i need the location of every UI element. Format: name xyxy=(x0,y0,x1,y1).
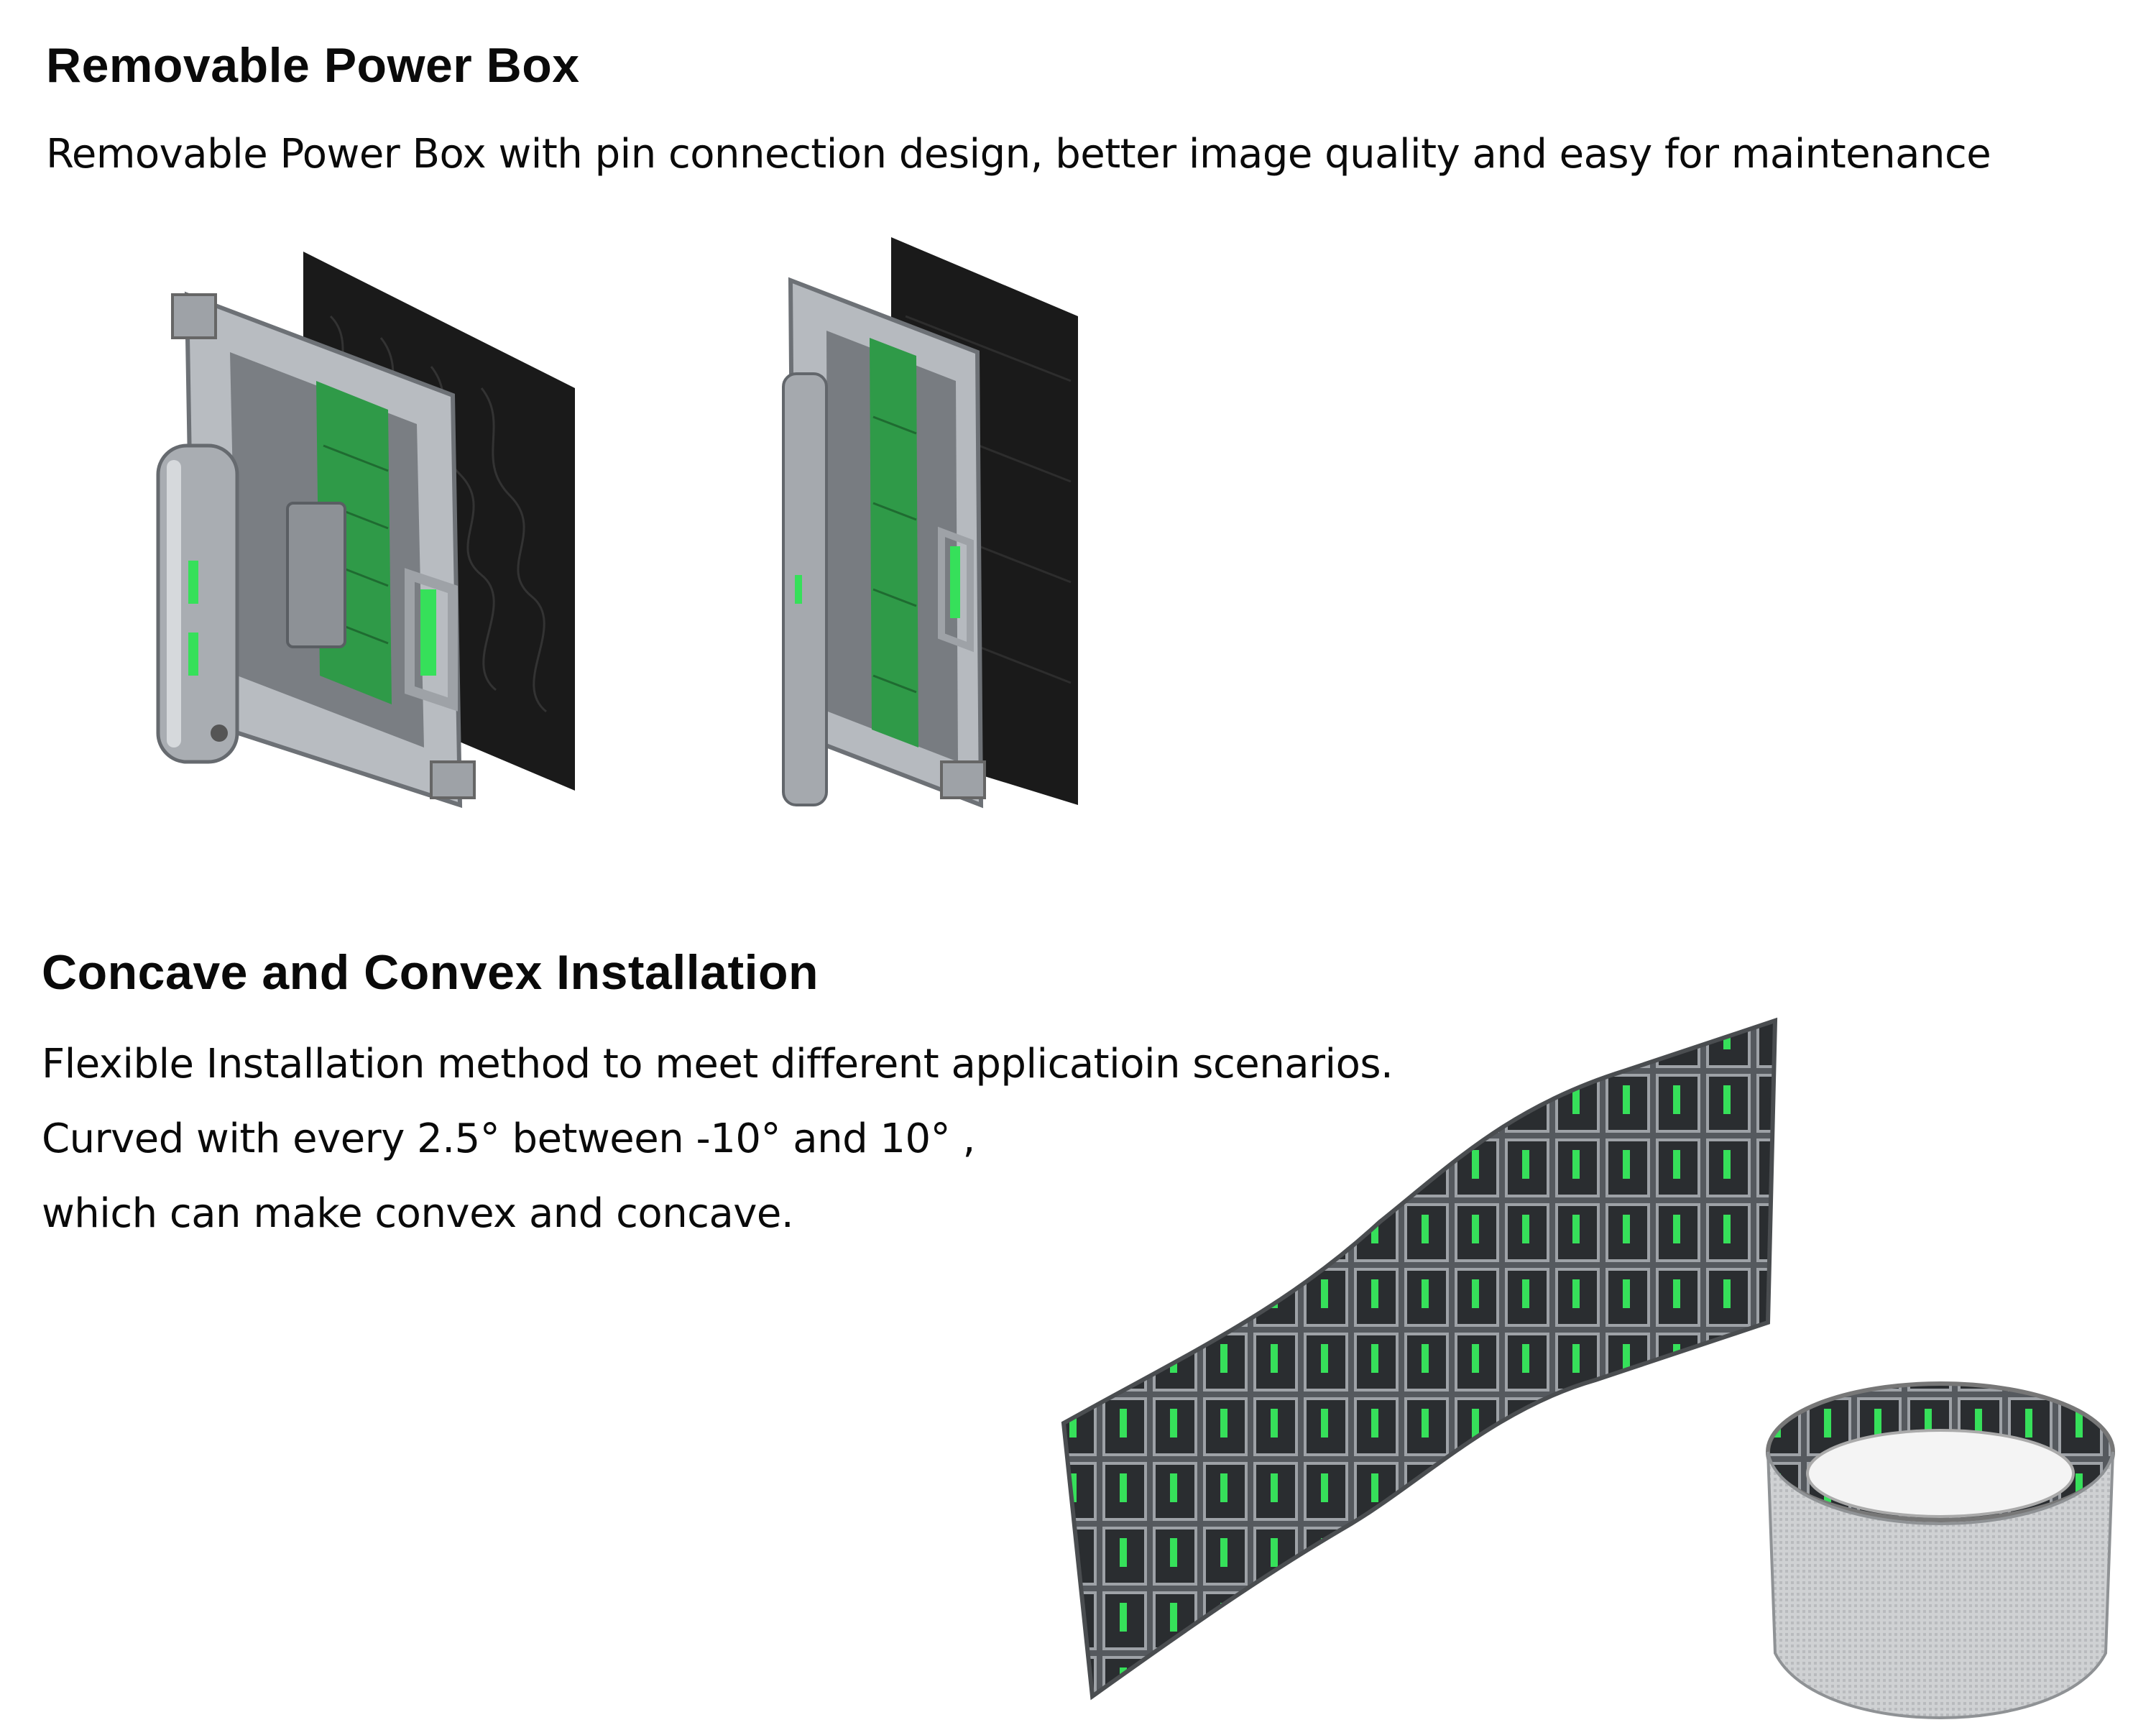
cabinet-with-power-box-image xyxy=(156,252,575,809)
cabinet-with-power-box-removed-image xyxy=(782,237,1078,809)
installation-description-line-3: which can make convex and concave. xyxy=(42,1190,794,1237)
section-title-installation: Concave and Convex Installation xyxy=(42,945,819,1000)
installation-description-line-1: Flexible Installation method to meet dif… xyxy=(42,1041,1393,1087)
section-title-power-box: Removable Power Box xyxy=(46,38,580,93)
installation-description-line-2: Curved with every 2.5° between -10° and … xyxy=(42,1116,975,1162)
curved-displays-image xyxy=(1061,1017,2115,1720)
section-description-power-box: Removable Power Box with pin connection … xyxy=(46,131,1991,178)
